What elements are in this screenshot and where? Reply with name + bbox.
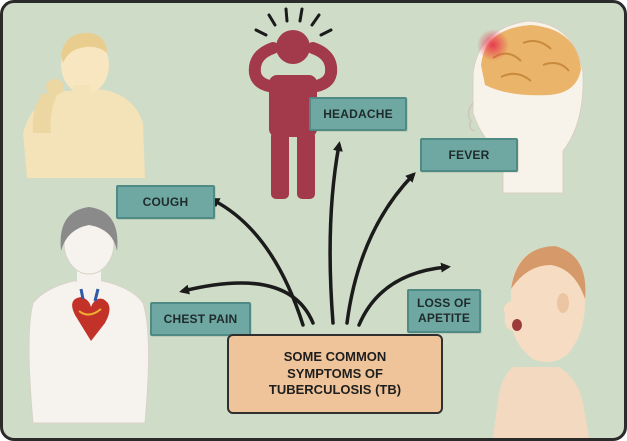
title-line-2: SYMPTOMS OF [287, 365, 383, 381]
chest-pain-person-illustration [28, 207, 150, 424]
fever-label: FEVER [420, 138, 518, 172]
title-line-1: SOME COMMON [283, 348, 387, 364]
headache-person-illustration [248, 7, 338, 199]
arrow-to-loss-of-appetite [357, 262, 451, 327]
cough-label-text: COUGH [142, 194, 189, 209]
loss-of-appetite-label-line1: LOSS OF [416, 296, 472, 310]
loss-of-appetite-label: LOSS OF APETITE [407, 289, 481, 333]
arrow-to-cough [209, 198, 305, 327]
arrows [179, 141, 451, 327]
central-title-box: SOME COMMON SYMPTOMS OF TUBERCULOSIS (TB… [227, 334, 443, 414]
headache-label-text: HEADACHE [323, 106, 393, 121]
coughing-person-illustration [23, 32, 145, 178]
chest-pain-label: CHEST PAIN [150, 302, 251, 336]
loss-of-appetite-person-illustration [493, 246, 589, 438]
title-line-3: TUBERCULOSIS (TB) [268, 382, 402, 398]
chest-pain-label-text: CHEST PAIN [163, 311, 238, 326]
arrow-to-chest-pain [179, 281, 315, 325]
fever-label-text: FEVER [448, 147, 490, 162]
arrow-to-fever [345, 172, 416, 325]
headache-label: HEADACHE [309, 97, 407, 131]
arrow-to-headache [328, 141, 343, 325]
cough-label: COUGH [116, 185, 215, 219]
loss-of-appetite-label-line2: APETITE [417, 311, 471, 325]
